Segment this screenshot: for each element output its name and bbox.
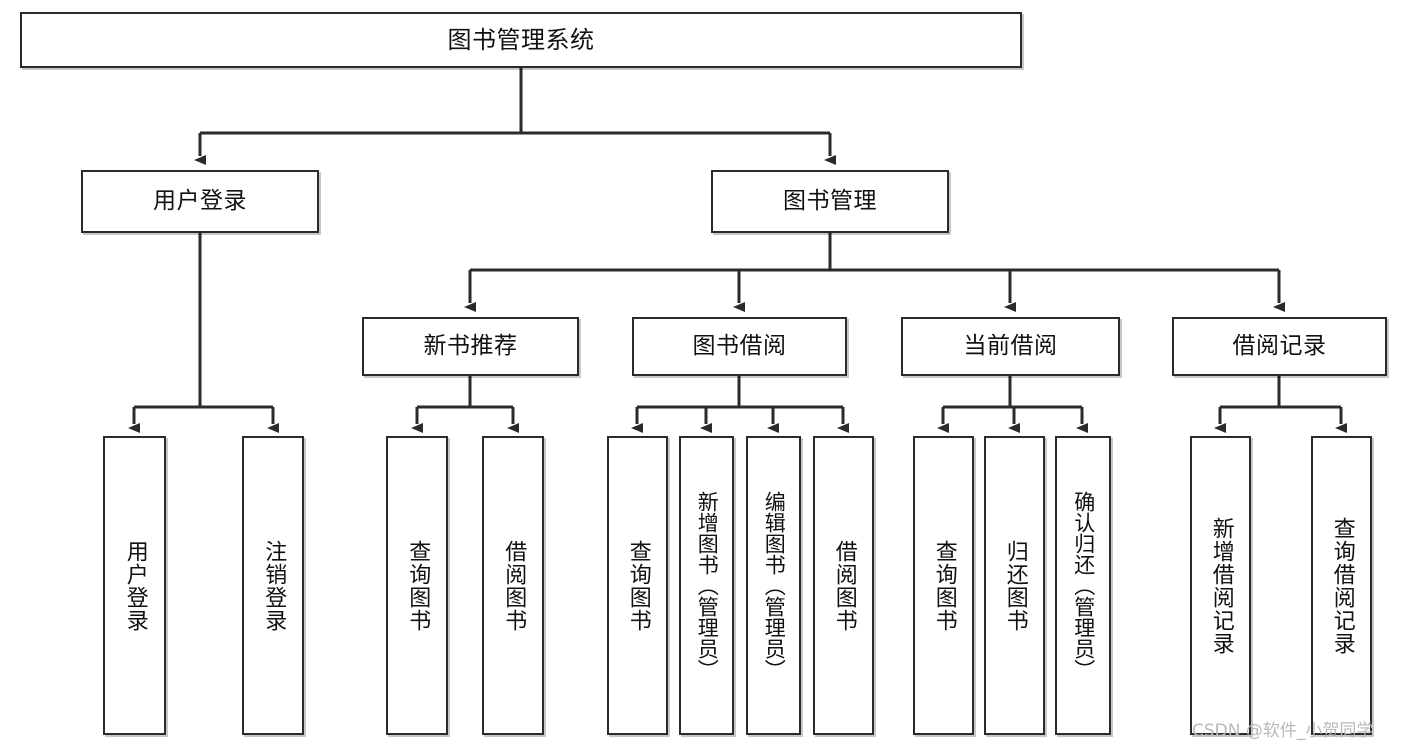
node-book-manage-label: 图书管理 xyxy=(783,187,877,214)
node-book-borrow[interactable]: 图书借阅 xyxy=(632,317,847,376)
node-leaf-borrow-book-2-label: 借阅图书 xyxy=(831,539,857,632)
node-leaf-borrow-book-1[interactable]: 借阅图书 xyxy=(482,436,544,735)
node-leaf-add-book-label: 新增图书（管理员） xyxy=(695,491,720,680)
node-current-borrow[interactable]: 当前借阅 xyxy=(901,317,1120,376)
node-leaf-borrow-book-1-label: 借阅图书 xyxy=(501,539,527,632)
node-leaf-query-book-1-label: 查询图书 xyxy=(405,539,431,632)
node-leaf-query-book-1[interactable]: 查询图书 xyxy=(386,436,448,735)
node-user-login[interactable]: 用户登录 xyxy=(81,170,319,233)
node-book-manage[interactable]: 图书管理 xyxy=(711,170,949,233)
node-leaf-user-login-label: 用户登录 xyxy=(122,539,148,632)
node-leaf-add-book[interactable]: 新增图书（管理员） xyxy=(679,436,734,735)
node-borrow-record-label: 借阅记录 xyxy=(1232,332,1327,359)
node-root[interactable]: 图书管理系统 xyxy=(20,12,1022,68)
node-leaf-return-book-label: 归还图书 xyxy=(1002,539,1028,632)
node-root-label: 图书管理系统 xyxy=(447,25,595,54)
node-leaf-add-record[interactable]: 新增借阅记录 xyxy=(1190,436,1251,735)
node-current-borrow-label: 当前借阅 xyxy=(963,332,1058,359)
node-leaf-user-logout[interactable]: 注销登录 xyxy=(242,436,304,735)
node-leaf-query-book-3-label: 查询图书 xyxy=(931,539,957,632)
node-borrow-record[interactable]: 借阅记录 xyxy=(1172,317,1387,376)
node-leaf-add-record-label: 新增借阅记录 xyxy=(1208,516,1234,655)
node-leaf-edit-book-label: 编辑图书（管理员） xyxy=(762,491,787,680)
node-book-borrow-label: 图书借阅 xyxy=(692,332,787,359)
node-leaf-confirm-return[interactable]: 确认归还（管理员） xyxy=(1055,436,1111,735)
csdn-watermark: CSDN @软件_小贺同学 xyxy=(1192,721,1374,741)
node-leaf-query-record[interactable]: 查询借阅记录 xyxy=(1311,436,1372,735)
node-leaf-query-book-2-label: 查询图书 xyxy=(625,539,651,632)
node-leaf-query-book-2[interactable]: 查询图书 xyxy=(607,436,668,735)
node-leaf-borrow-book-2[interactable]: 借阅图书 xyxy=(813,436,874,735)
node-leaf-user-login[interactable]: 用户登录 xyxy=(103,436,166,735)
node-new-book-rec[interactable]: 新书推荐 xyxy=(362,317,579,376)
node-leaf-confirm-return-label: 确认归还（管理员） xyxy=(1071,491,1096,680)
node-leaf-user-logout-label: 注销登录 xyxy=(261,539,287,632)
node-user-login-label: 用户登录 xyxy=(153,187,247,214)
node-leaf-return-book[interactable]: 归还图书 xyxy=(984,436,1045,735)
node-leaf-query-book-3[interactable]: 查询图书 xyxy=(913,436,974,735)
node-leaf-query-record-label: 查询借阅记录 xyxy=(1329,516,1355,655)
node-new-book-rec-label: 新书推荐 xyxy=(423,332,518,359)
node-leaf-edit-book[interactable]: 编辑图书（管理员） xyxy=(746,436,801,735)
